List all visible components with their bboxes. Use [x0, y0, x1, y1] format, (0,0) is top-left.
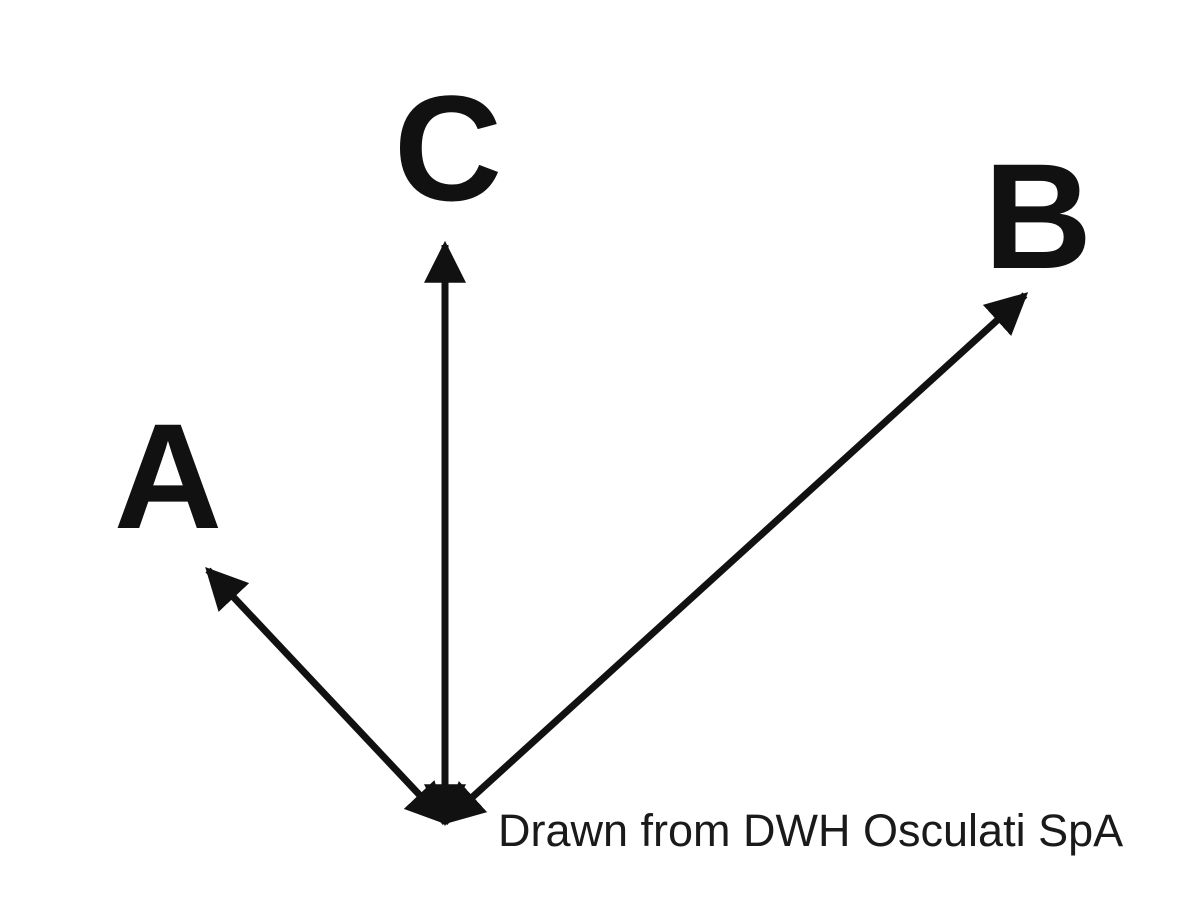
- label-a: A: [114, 392, 222, 560]
- label-b: B: [984, 132, 1092, 300]
- label-c: C: [394, 64, 502, 232]
- credit-text: Drawn from DWH Osculati SpA: [498, 805, 1123, 856]
- arrow-b: [441, 292, 1029, 825]
- arrow-a: [205, 566, 448, 826]
